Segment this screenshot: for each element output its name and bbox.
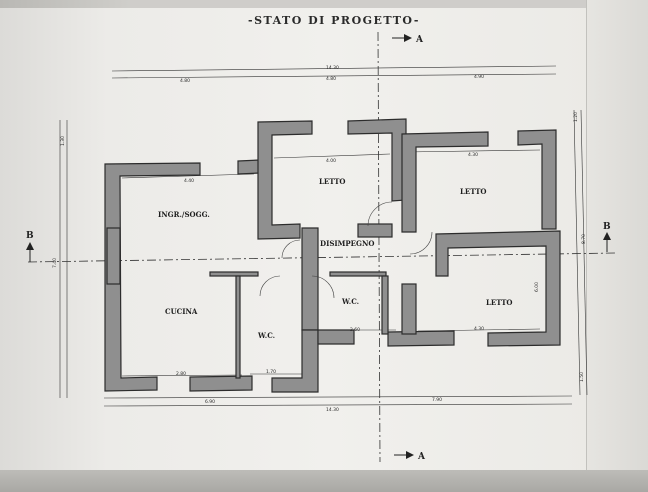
dim-room-5: 2.60: [350, 327, 360, 333]
room-label-letto-1: LETTO: [319, 177, 346, 186]
dim-room-2: 4.00: [326, 158, 336, 164]
dim-top-total: 14.30: [326, 65, 339, 71]
room-label-wc-center: W.C.: [341, 297, 359, 306]
svg-text:B: B: [26, 231, 34, 241]
arrow-right-icon: [406, 451, 414, 459]
dim-bottom-total: 14.30: [326, 407, 339, 413]
dim-room-1: 4.40: [184, 178, 194, 184]
room-label-letto-3: LETTO: [486, 298, 513, 307]
room-label-wc-left: W.C.: [257, 331, 275, 340]
section-lines: [27, 31, 617, 463]
dim-right-top: 1.20: [573, 112, 579, 122]
drawing-title: -STATO DI PROGETTO-: [248, 14, 420, 27]
arrow-up-icon: [26, 242, 34, 250]
dim-top-left: 4.80: [180, 78, 190, 84]
sheet-bottom-edge: [0, 470, 648, 492]
svg-text:B: B: [603, 222, 611, 232]
dim-left-top: 1.30: [60, 136, 66, 146]
door-swings: [259, 201, 433, 299]
section-marker-a-bottom: A: [394, 451, 426, 462]
dim-right-total: 8.70: [581, 234, 587, 244]
dim-bottom-right: 7.90: [432, 397, 442, 403]
room-label-cucina: CUCINA: [165, 307, 198, 316]
dim-right-bottom: 1.50: [579, 372, 585, 382]
dim-bottom-left: 6.90: [205, 399, 215, 405]
room-label-letto-2: LETTO: [460, 187, 487, 196]
arrow-up-icon: [603, 232, 611, 240]
svg-text:A: A: [417, 452, 426, 462]
dim-room-6: 2.80: [176, 371, 186, 377]
section-marker-b-left: B: [26, 231, 34, 262]
section-marker-b-right: B: [603, 222, 611, 252]
room-label-ingresso: INGR./SOGG.: [158, 210, 210, 219]
dim-left-total: 7.40: [52, 258, 58, 268]
room-label-disimpegno: DISIMPEGNO: [320, 239, 375, 248]
svg-text:A: A: [415, 35, 424, 45]
dim-top-right: 4.90: [474, 74, 484, 80]
dimension-lines: [59, 65, 588, 407]
walls: [104, 118, 561, 393]
dim-room-7: 1.70: [266, 369, 276, 375]
dim-top-mid: 4.80: [326, 76, 336, 82]
dim-right-mid: 6.00: [534, 282, 540, 292]
dim-room-4: 4.30: [474, 326, 484, 332]
section-marker-a-top: A: [392, 34, 424, 45]
sheet-right-edge: [586, 0, 648, 492]
dim-room-3: 4.30: [468, 152, 478, 158]
arrow-right-icon: [404, 34, 412, 42]
